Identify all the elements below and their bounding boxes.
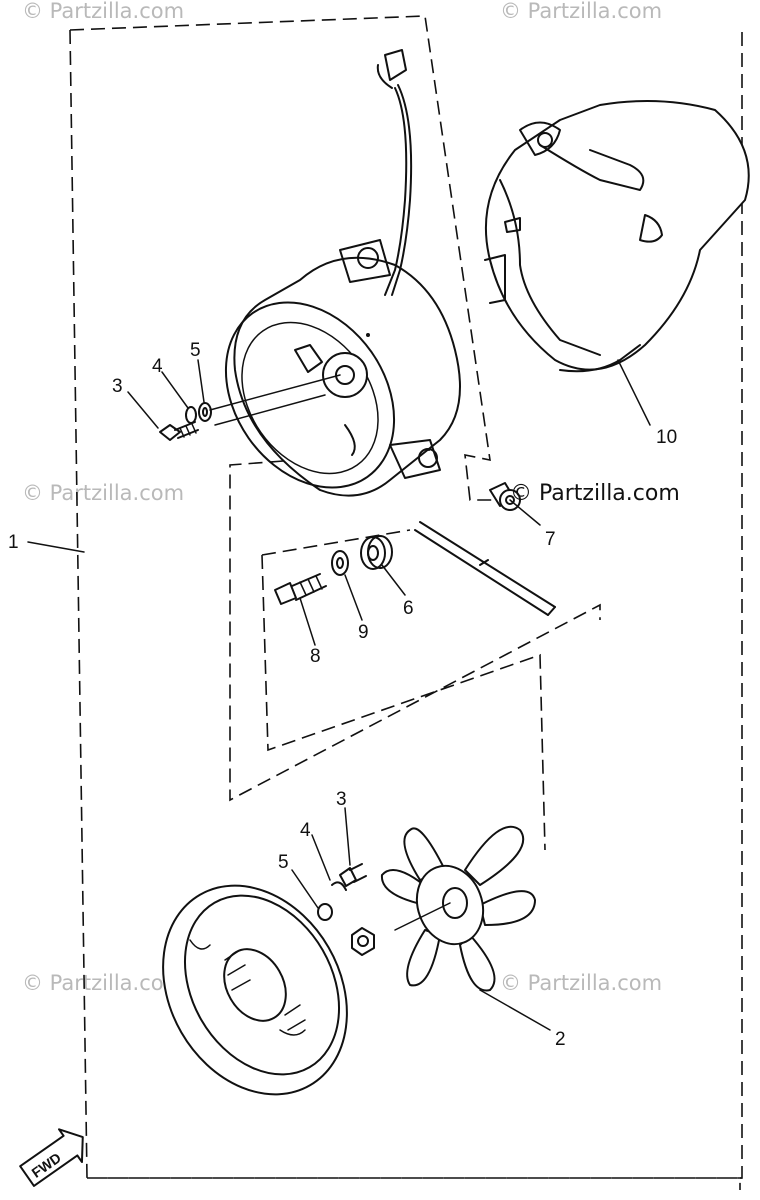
- fan-motor-housing: [224, 239, 461, 497]
- watermark-bottom-right: © Partzilla.com: [500, 971, 662, 995]
- leader-9: [344, 574, 363, 621]
- leader-4b: [311, 834, 331, 881]
- callout-10: 10: [656, 427, 677, 448]
- watermark-bottom-left: © Partzilla.com: [22, 971, 184, 995]
- leader-8: [299, 597, 316, 646]
- long-rod: [414, 521, 556, 616]
- callout-5-lower: 5: [278, 852, 289, 873]
- callout-1: 1: [8, 532, 19, 553]
- assembly-boundary: [69, 15, 743, 1190]
- nut-lower: [351, 927, 375, 956]
- leader-3a: [127, 391, 159, 429]
- callout-4-lower: 4: [300, 820, 311, 841]
- leader-6: [381, 564, 406, 596]
- leader-4a: [161, 371, 189, 409]
- washer-4-lower: [331, 881, 347, 891]
- bolt-3-upper: [159, 421, 199, 441]
- leader-5a: [197, 359, 205, 403]
- bolt-8: [274, 573, 327, 605]
- leader-10: [617, 359, 651, 426]
- bolt-3-lower: [339, 863, 367, 887]
- callout-2: 2: [555, 1029, 566, 1050]
- watermark-top-left: © Partzilla.com: [22, 0, 184, 23]
- fan-shroud: [484, 100, 750, 373]
- leader-7: [509, 499, 541, 526]
- shaft-line-upper: [209, 374, 341, 426]
- leader-1: [27, 541, 85, 553]
- leader-2: [479, 989, 551, 1031]
- washer-5-lower: [317, 903, 333, 921]
- watermark-main: © Partzilla.com: [510, 481, 680, 506]
- callout-8: 8: [310, 646, 321, 667]
- leader-3b: [344, 807, 351, 866]
- wire-harness: [376, 49, 413, 296]
- fan-cover: [162, 884, 348, 1096]
- callout-3-upper: 3: [112, 376, 123, 397]
- callout-6: 6: [403, 598, 414, 619]
- watermark-mid-left: © Partzilla.com: [22, 481, 184, 505]
- grommet-6: [360, 535, 393, 570]
- callout-4-upper: 4: [152, 356, 163, 377]
- watermark-top-right: © Partzilla.com: [500, 0, 662, 23]
- washer-5-upper: [198, 402, 212, 422]
- callout-9: 9: [358, 622, 369, 643]
- fwd-arrow-icon: FWD: [19, 1128, 84, 1187]
- washer-4-upper: [185, 406, 197, 424]
- leader-5b: [291, 869, 319, 909]
- inner-boundary-upper: [229, 449, 601, 851]
- washer-9: [331, 550, 349, 576]
- callout-7: 7: [545, 529, 556, 550]
- callout-5-upper: 5: [190, 340, 201, 361]
- cooling-fan: [380, 825, 536, 992]
- callout-3-lower: 3: [336, 789, 347, 810]
